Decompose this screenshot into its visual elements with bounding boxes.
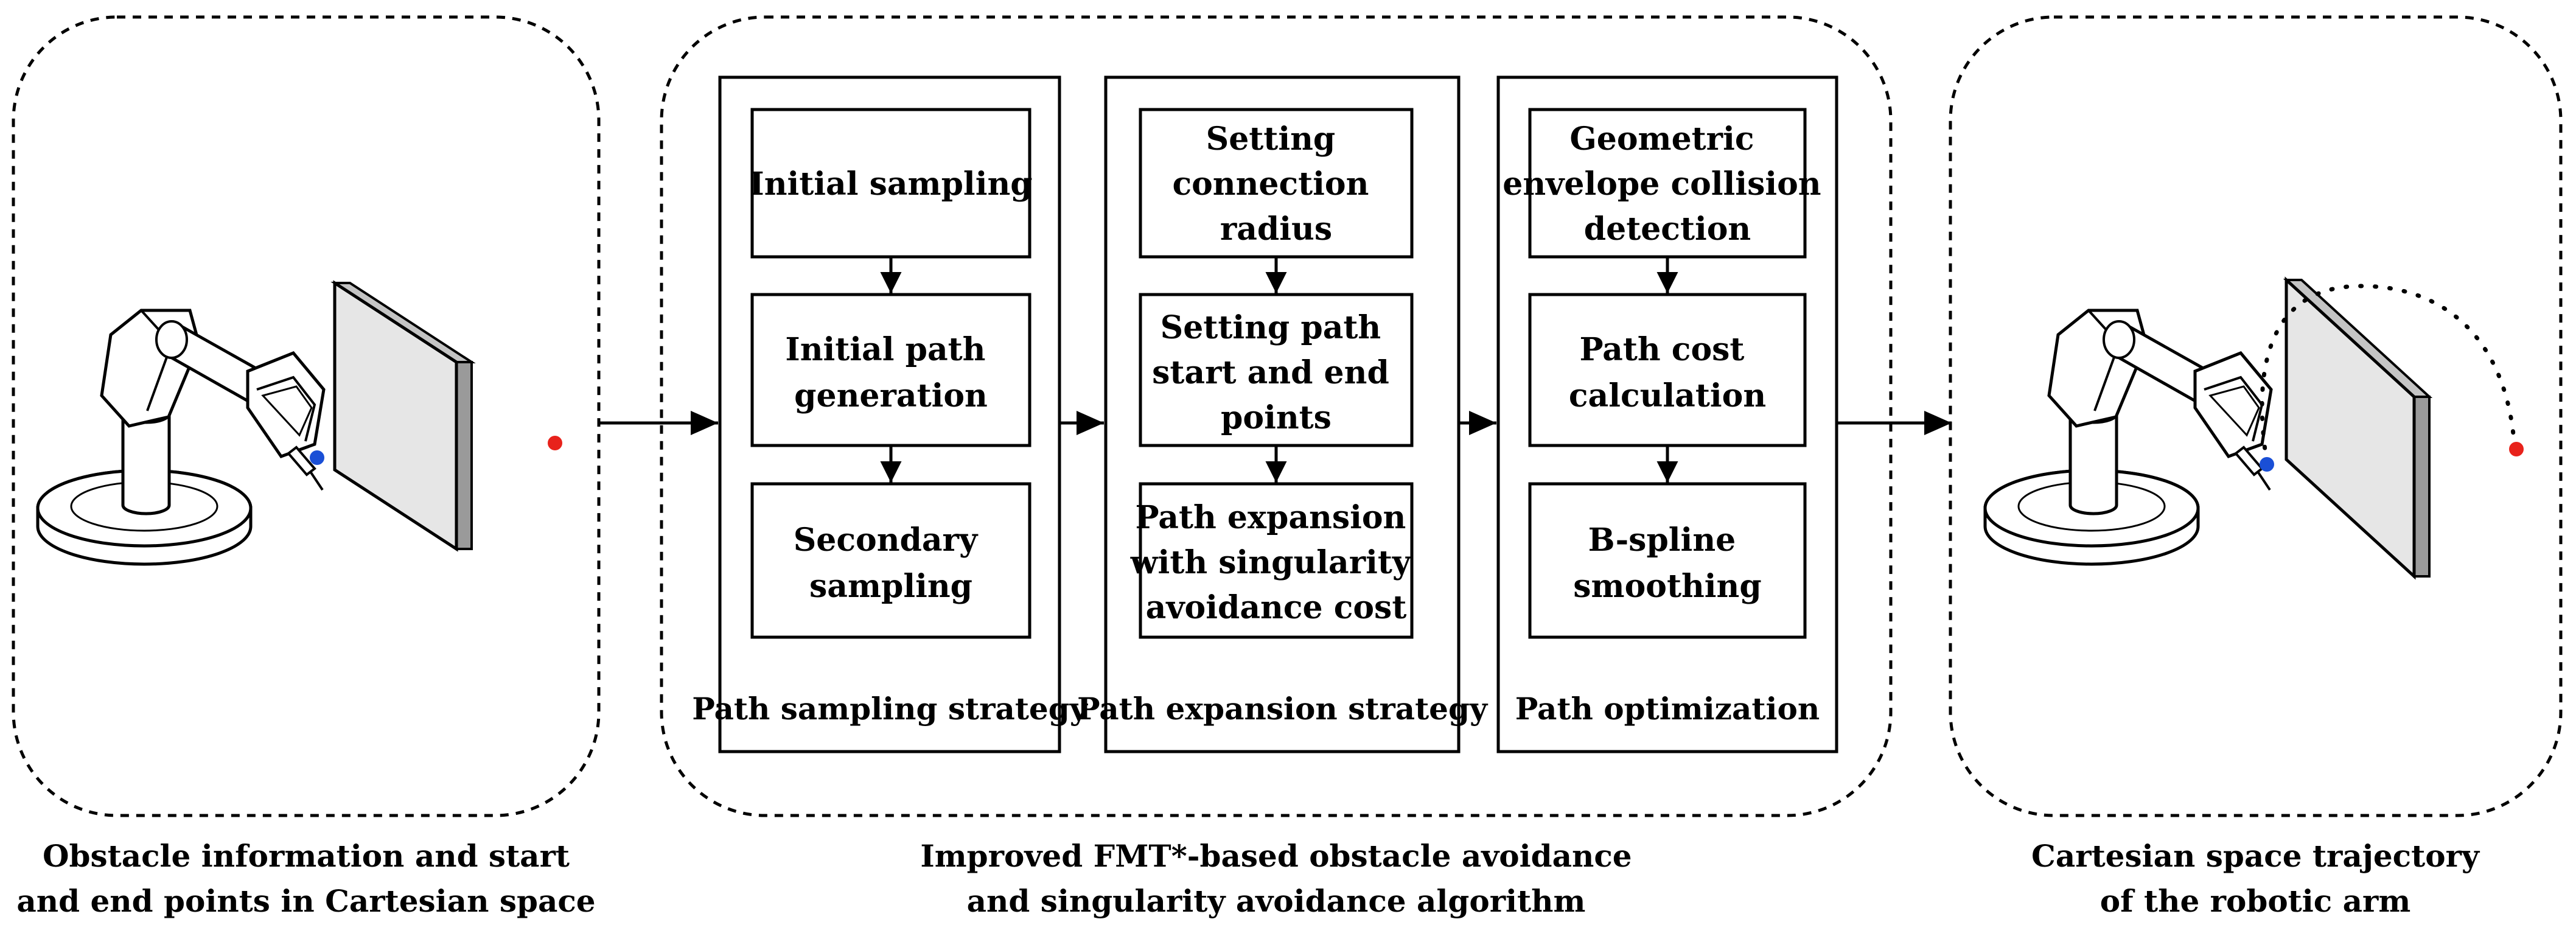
box-setting-connection-radius-line-1: Setting xyxy=(1206,120,1336,158)
middle-caption-line-2: and singularity avoidance algorithm xyxy=(967,883,1586,919)
panel-path-sampling-label: Path sampling strategy xyxy=(692,691,1088,727)
trajectory-dotted-path xyxy=(2260,284,2517,465)
box-b-spline-smoothing-line-2: smoothing xyxy=(1573,568,1761,605)
box-geometric-envelope-line-2: envelope collision xyxy=(1503,166,1821,203)
box-setting-connection-radius xyxy=(1139,108,1414,259)
right-dashed-group xyxy=(1949,15,2563,817)
left-end-point xyxy=(548,436,562,450)
box-setting-path-start-end-line-2: start and end xyxy=(1152,354,1389,391)
left-robotic-arm xyxy=(38,310,324,564)
box-path-expansion-singularity xyxy=(1139,482,1414,639)
right-caption-line-1: Cartesian space trajectory xyxy=(2031,838,2480,874)
box-setting-connection-radius-line-2: connection xyxy=(1172,166,1369,203)
box-setting-path-start-end xyxy=(1139,293,1414,447)
box-secondary-sampling xyxy=(750,482,1031,639)
right-start-point xyxy=(2260,457,2274,472)
box-path-expansion-singularity-line-1: Path expansion xyxy=(1136,499,1406,536)
box-secondary-sampling-line-2: sampling xyxy=(809,568,972,605)
left-caption-line-2: and end points in Cartesian space xyxy=(16,883,595,919)
svg-text:Path expansion with singul: Path expansion with singularity avoidanc… xyxy=(1130,499,1422,626)
right-caption-line-2: of the robotic arm xyxy=(2100,883,2411,919)
left-start-point xyxy=(310,450,324,465)
svg-text:Setting path start and end: Setting path start and end points xyxy=(1152,309,1400,436)
box-geometric-envelope-line-1: Geometric xyxy=(1569,120,1754,158)
box-geometric-envelope-line-3: detection xyxy=(1584,211,1751,248)
box-initial-path-generation xyxy=(750,293,1031,447)
box-secondary-sampling-line-1: Secondary xyxy=(794,522,979,559)
box-initial-path-generation-line-1: Initial path xyxy=(785,331,985,368)
svg-text:Initial sampling: Initial sampling xyxy=(749,166,1032,203)
right-robotic-arm xyxy=(1985,310,2271,564)
box-path-expansion-singularity-line-3: avoidance cost xyxy=(1146,589,1407,626)
left-caption-line-1: Obstacle information and start xyxy=(43,838,570,874)
box-path-expansion-singularity-line-2: with singularity xyxy=(1130,544,1412,581)
panel-path-expansion-label: Path expansion strategy xyxy=(1077,691,1489,727)
svg-text:Secondary sampling: Secondary sampling xyxy=(794,522,989,605)
box-path-cost-calculation xyxy=(1528,293,1807,447)
box-path-cost-calculation-line-1: Path cost xyxy=(1579,331,1744,368)
box-initial-sampling-text: Initial sampling xyxy=(749,166,1032,203)
right-end-point xyxy=(2509,442,2524,456)
box-setting-path-start-end-line-1: Setting path xyxy=(1161,309,1381,346)
box-geometric-envelope xyxy=(1528,108,1807,259)
svg-text:B-spline smoothing: B-spline smoothing xyxy=(1573,522,1761,605)
svg-text:Path cost calculation: Path cost calculation xyxy=(1569,331,1766,414)
middle-caption-line-1: Improved FMT*-based obstacle avoidance xyxy=(920,838,1632,874)
box-initial-path-generation-line-2: generation xyxy=(794,377,988,414)
box-b-spline-smoothing-line-1: B-spline xyxy=(1588,522,1736,559)
right-obstacle-plate xyxy=(2283,276,2433,580)
svg-text:Geometric envelope collisi: Geometric envelope collision detection xyxy=(1503,120,1832,248)
box-path-cost-calculation-line-2: calculation xyxy=(1569,377,1766,414)
svg-text:Initial path generation: Initial path generation xyxy=(785,331,996,414)
middle-dashed-group xyxy=(660,15,1893,817)
box-setting-path-start-end-line-3: points xyxy=(1221,399,1332,436)
box-b-spline-smoothing xyxy=(1528,482,1807,639)
left-obstacle-plate xyxy=(330,280,476,552)
box-setting-connection-radius-line-3: radius xyxy=(1220,211,1332,248)
svg-text:Setting connection rad: Setting connection radius xyxy=(1172,120,1380,248)
panel-path-optimization-label: Path optimization xyxy=(1515,691,1820,727)
